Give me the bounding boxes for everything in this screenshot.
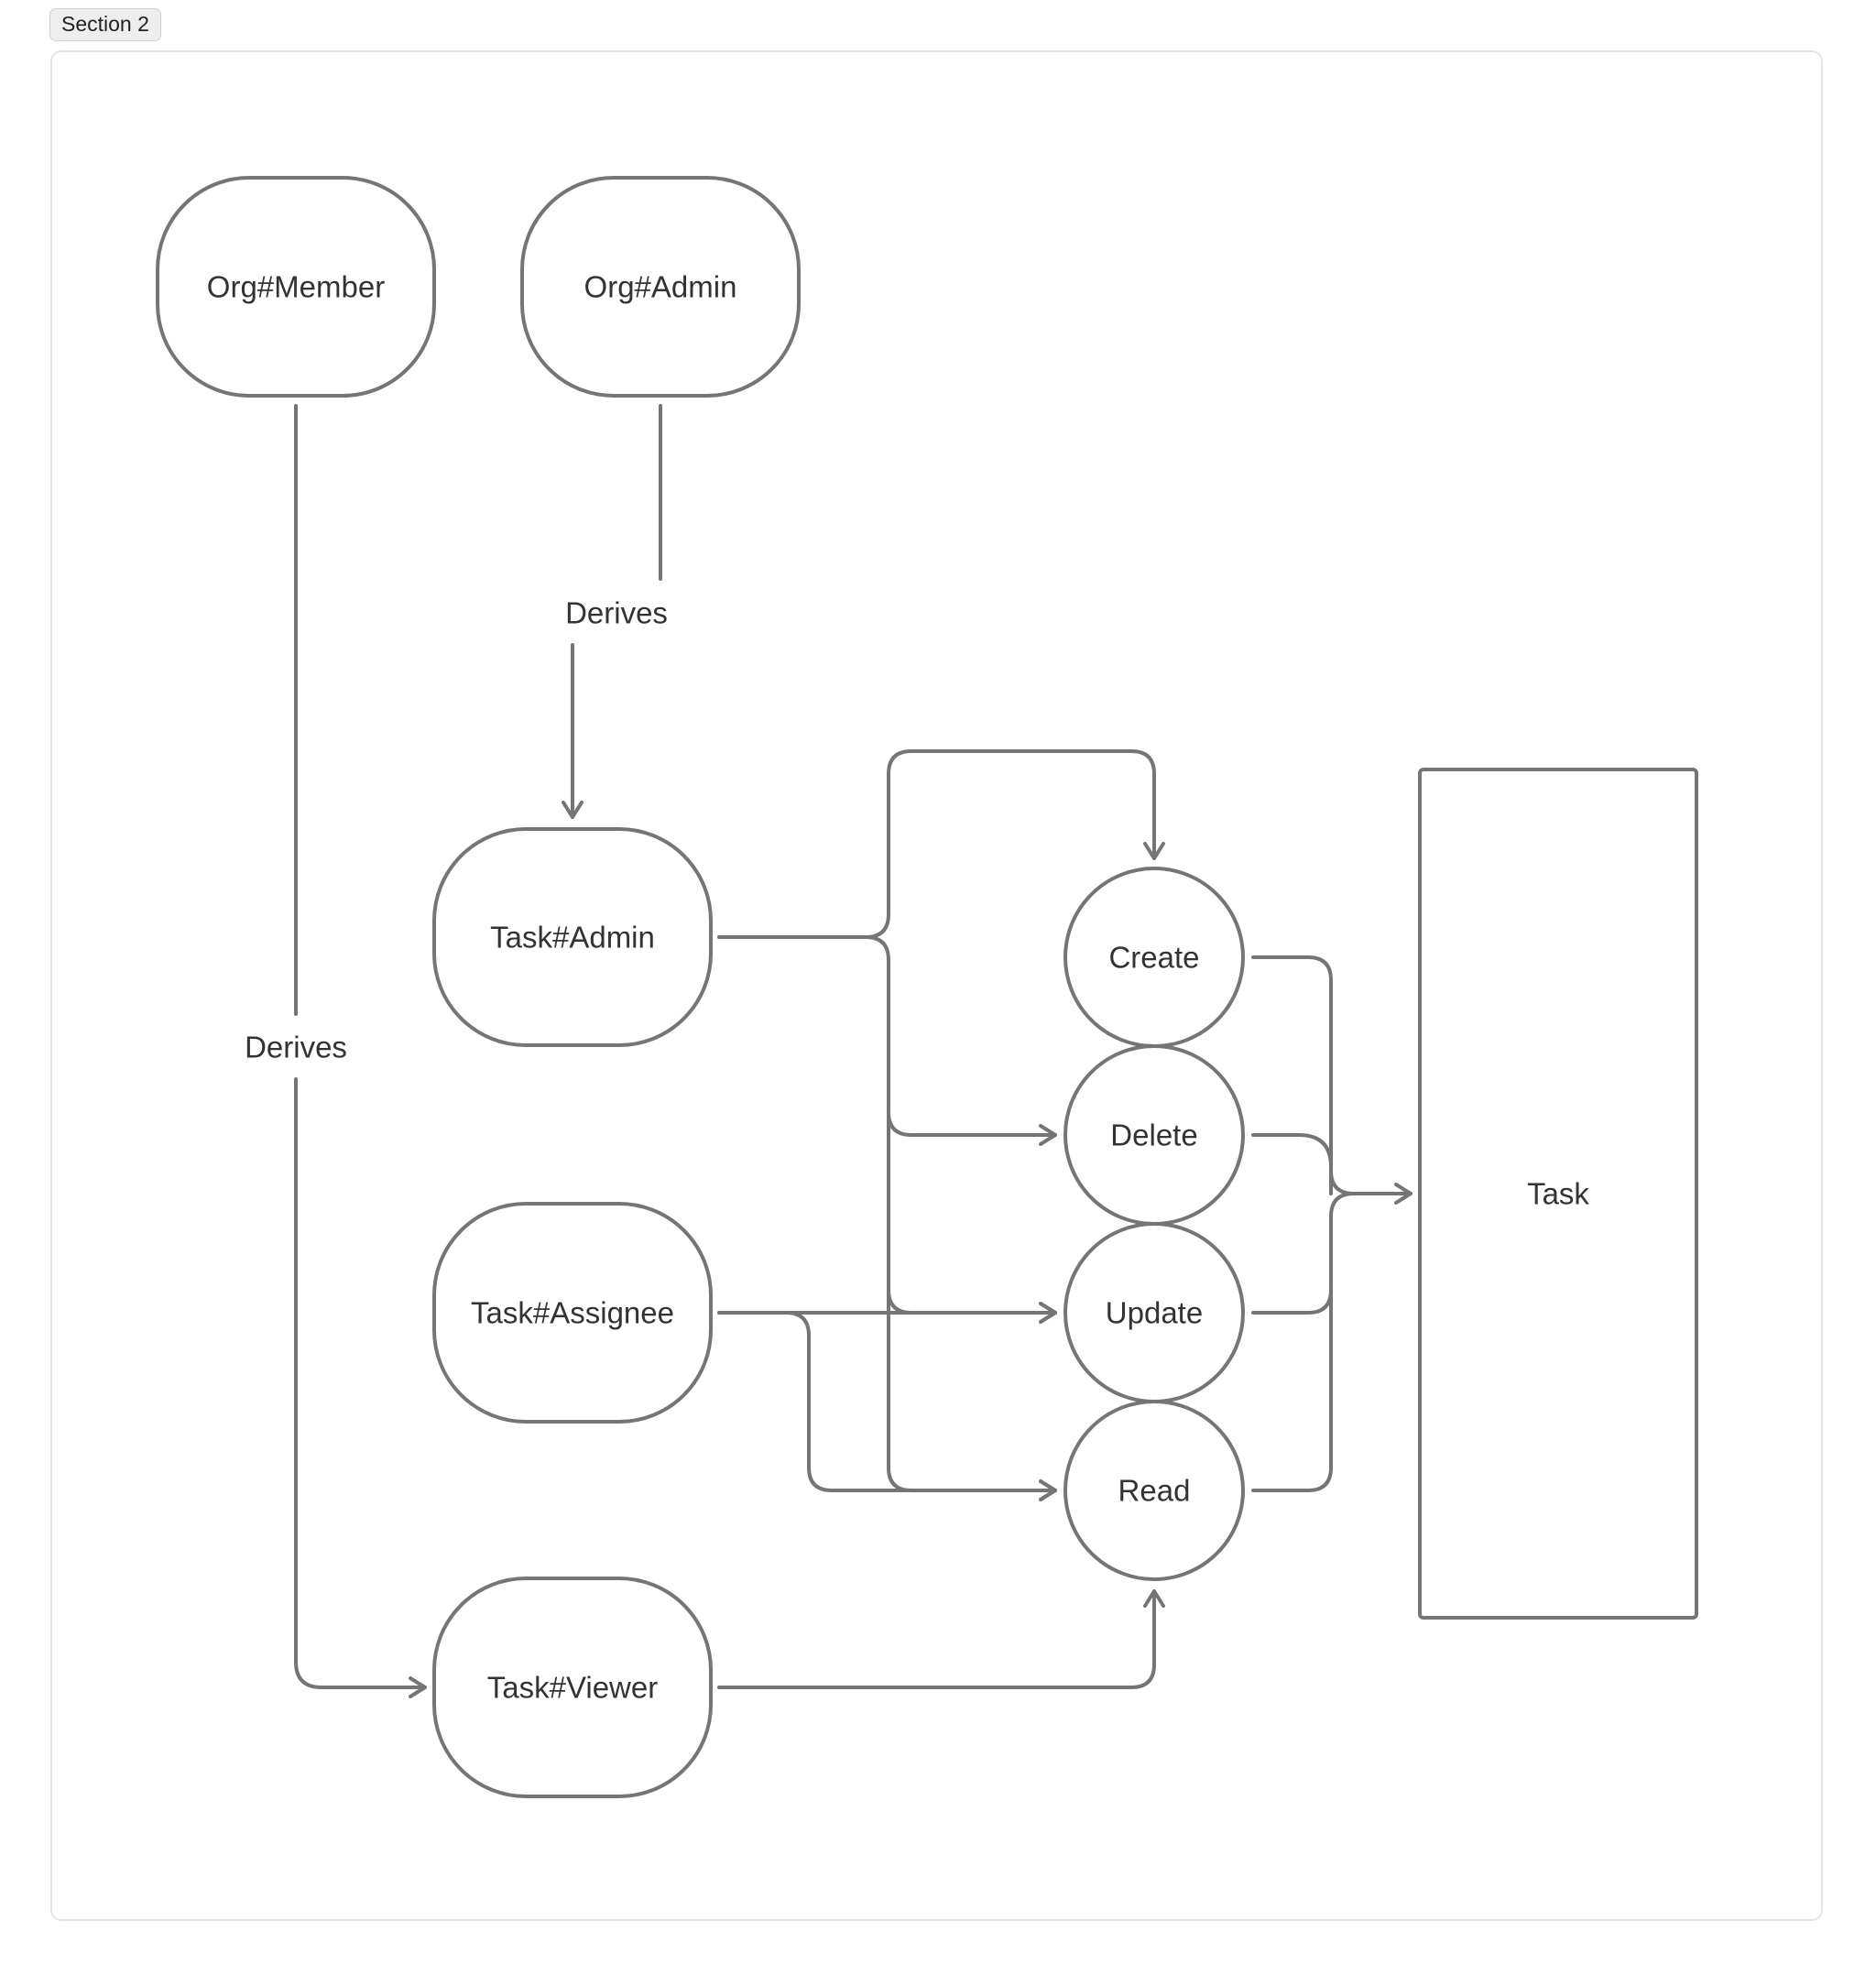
edge-task-assignee-to-read — [784, 1311, 1057, 1501]
node-task-viewer[interactable]: Task#Viewer — [432, 1577, 713, 1798]
edge-task-admin-to-update — [887, 1110, 1057, 1324]
section-tab[interactable]: Section 2 — [49, 8, 161, 41]
edge-create-to-task — [1251, 955, 1412, 1205]
edge-task-admin-to-delete — [864, 935, 1057, 1146]
edge-task-admin-to-read — [887, 1288, 1057, 1501]
node-org-admin[interactable]: Org#Admin — [520, 176, 801, 398]
node-label: Org#Member — [207, 270, 385, 304]
node-label: Create — [1108, 941, 1199, 975]
node-label: Task#Viewer — [487, 1671, 658, 1705]
node-create[interactable]: Create — [1063, 867, 1245, 1048]
node-read[interactable]: Read — [1063, 1400, 1245, 1581]
node-label: Read — [1118, 1474, 1191, 1508]
edge-org-admin-derives-task-admin — [573, 404, 662, 817]
node-label: Task#Admin — [490, 921, 655, 955]
node-label: Org#Admin — [584, 270, 737, 304]
node-org-member[interactable]: Org#Member — [156, 176, 436, 398]
edge-update-to-task — [1251, 1192, 1356, 1315]
node-update[interactable]: Update — [1063, 1222, 1245, 1403]
edge-task-admin-to-create — [717, 749, 1165, 939]
edge-label-derives-admin: Derives — [565, 596, 668, 630]
edge-delete-to-task — [1251, 1133, 1333, 1195]
node-task-assignee[interactable]: Task#Assignee — [432, 1202, 713, 1424]
edge-task-viewer-to-read — [717, 1589, 1165, 1689]
node-task[interactable]: Task — [1418, 768, 1698, 1620]
edge-label-derives-member: Derives — [245, 1031, 347, 1064]
node-label: Update — [1106, 1296, 1203, 1330]
node-label: Task — [1527, 1177, 1589, 1211]
node-task-admin[interactable]: Task#Admin — [432, 827, 713, 1047]
node-label: Delete — [1110, 1118, 1197, 1152]
edge-read-to-task — [1251, 1288, 1333, 1492]
node-delete[interactable]: Delete — [1063, 1044, 1245, 1226]
node-label: Task#Assignee — [471, 1296, 674, 1330]
edge-org-member-derives-task-viewer — [294, 404, 425, 1687]
